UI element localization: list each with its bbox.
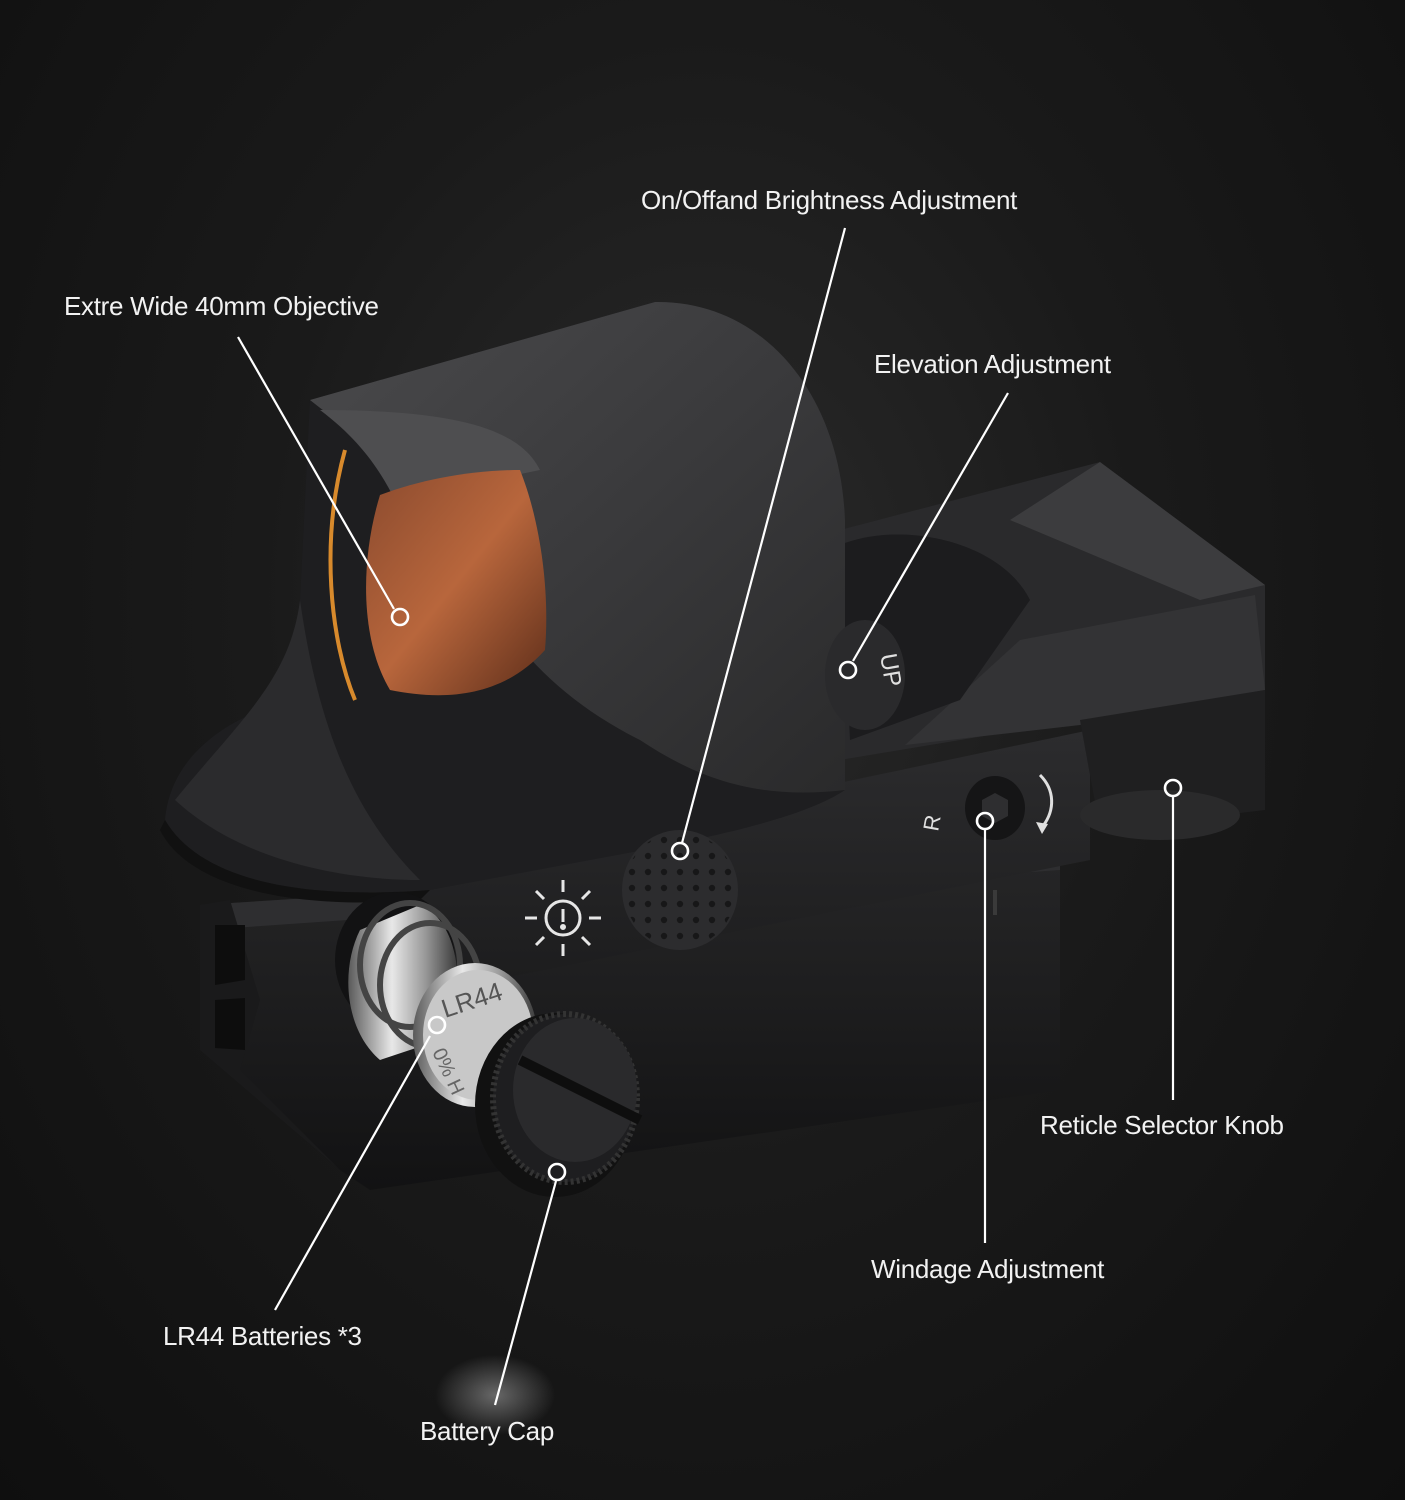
callout-elevation: Elevation Adjustment (874, 349, 1111, 379)
windage-dial-label: R (918, 813, 945, 833)
callout-windage: Windage Adjustment (871, 1254, 1105, 1284)
sun-brightness-icon (525, 880, 601, 956)
callout-batteries: LR44 Batteries *3 (163, 1321, 362, 1351)
brightness-button-art (622, 830, 738, 950)
callout-brightness: On/Offand Brightness Adjustment (641, 185, 1018, 215)
battery-cap-art (475, 1011, 643, 1197)
callout-reticle: Reticle Selector Knob (1040, 1110, 1284, 1140)
callout-dots (390, 607, 1183, 1182)
windage-screw-art: R (918, 776, 1025, 840)
sight-hood (160, 301, 845, 903)
sight-body (380, 462, 1265, 995)
leader-lines (237, 227, 1175, 1406)
elevation-dial-art: UP (825, 620, 906, 730)
callout-battery-cap: Battery Cap (420, 1416, 554, 1446)
callout-objective: Extre Wide 40mm Objective (64, 291, 379, 321)
elevation-dial-label: UP (874, 651, 906, 689)
rotate-arrow-icon (1036, 773, 1054, 834)
